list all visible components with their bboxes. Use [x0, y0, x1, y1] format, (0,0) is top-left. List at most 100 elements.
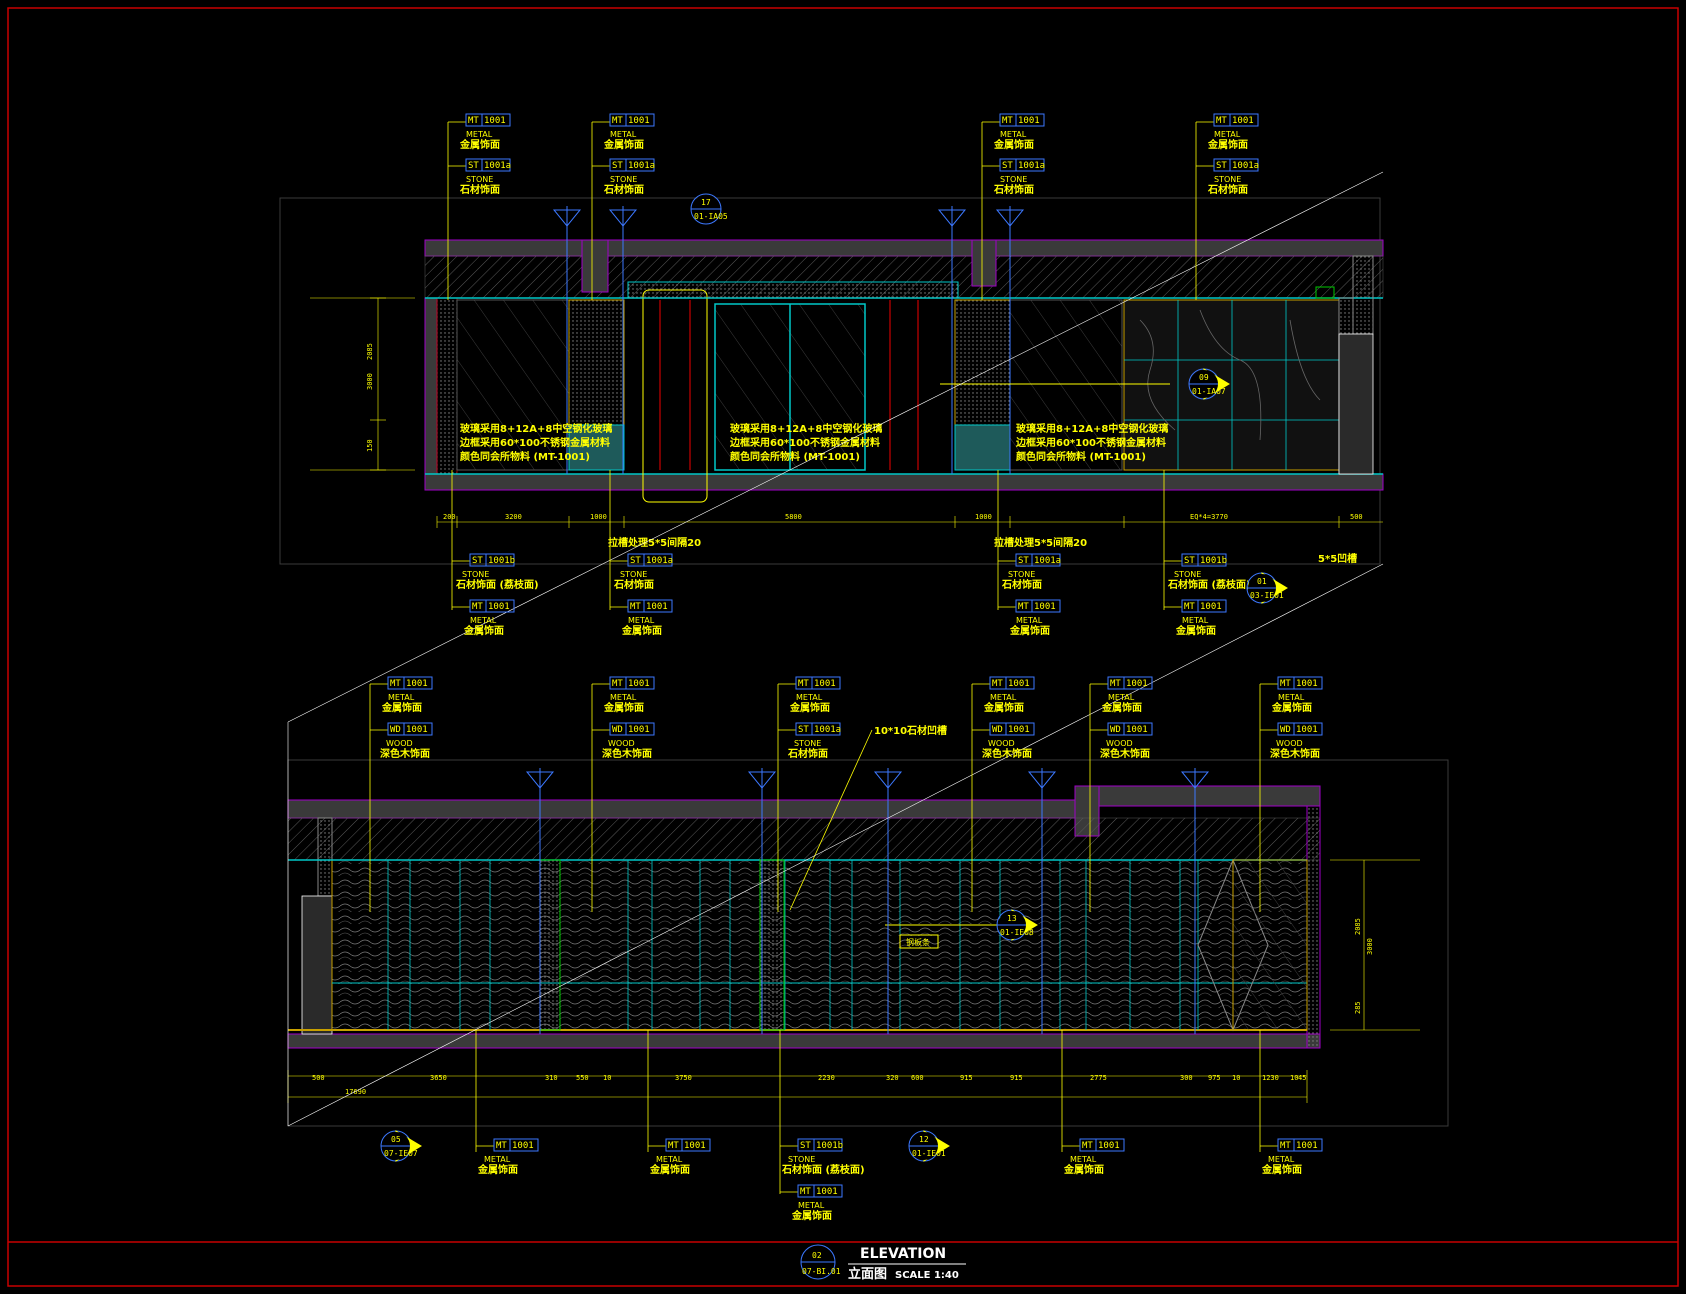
- top-elevation: 2085 3000 150 200 3200 1000 5800 1000 EQ…: [279, 197, 1384, 565]
- top-tag-3-num: 1001: [1232, 116, 1254, 126]
- top-tag-1-b-num: 1001a: [628, 161, 655, 171]
- bot-bot-tag-4-num-box: [1293, 1138, 1323, 1152]
- top-tag-3-b-num: 1001a: [1232, 161, 1259, 171]
- callout-bot-13-ref: 01-IE08: [1000, 928, 1034, 937]
- callout-top-01-ref: 03-IE01: [1250, 591, 1284, 600]
- door-leaf-outline: [642, 289, 708, 503]
- top-tag-1-b-num-box: [625, 158, 655, 172]
- bot-bot-tag-0-label-en: METAL: [484, 1155, 511, 1164]
- bot-extra-tag-label-cn: 金属饰面: [791, 1209, 832, 1222]
- top-dim-3: 5800: [785, 513, 802, 521]
- callout-bot-12-ref: 01-IE01: [912, 1149, 946, 1158]
- callout-top-09-ref: 01-IA07: [1192, 387, 1226, 396]
- wood-panel-wall: [331, 859, 1308, 1031]
- glass-note-1: 玻璃采用8+12A+8中空钢化玻璃 边框采用60*100不锈钢金属材料 颜色同会…: [459, 422, 612, 463]
- bottom-floor: [287, 1033, 1321, 1049]
- bot-bot-tag-4-label-en: METAL: [1268, 1155, 1295, 1164]
- top-tag-3-b-label-en: STONE: [1214, 175, 1241, 184]
- bot-tag-2-b-label-cn: 石材饰面: [787, 747, 828, 760]
- bot-tag-4-label-en: METAL: [1108, 693, 1135, 702]
- svg-text:颜色同会所物料 (MT-1001): 颜色同会所物料 (MT-1001): [730, 450, 860, 463]
- glass-panel-1: [456, 299, 570, 471]
- bot-tag-2-num-box: [811, 676, 841, 690]
- right-column: [1338, 333, 1374, 475]
- height-dim-b: 3000: [366, 373, 374, 390]
- top-tag-2-code: MT: [1002, 116, 1013, 126]
- top-tag-2-b-label-en: STONE: [1000, 175, 1027, 184]
- bot-tag-3-num-box: [1005, 676, 1035, 690]
- bot-tag-0-code: MT: [390, 679, 401, 689]
- stone-strip-2: [759, 859, 785, 1031]
- bot-tag-1-num-box: [625, 676, 655, 690]
- bot-tag-5-b-code: WD: [1280, 725, 1291, 735]
- right-feature-panel: [1232, 859, 1308, 1031]
- bot-tag-2-b-code: ST: [798, 725, 809, 735]
- top-bot-metal-1-label-en: METAL: [628, 616, 655, 625]
- bot-bot-tag-3-code: MT: [1082, 1141, 1093, 1151]
- bot-extra-tag-label-en: METAL: [798, 1201, 825, 1210]
- bot-dim-15: 1230: [1262, 1074, 1279, 1082]
- top-bot-metal-0-label-cn: 金属饰面: [463, 624, 504, 637]
- bot-bot-tag-1-code: MT: [668, 1141, 679, 1151]
- bot-tag-1-b-num: 1001: [628, 725, 650, 735]
- door-header: [627, 281, 959, 299]
- bottom-left-column: [301, 895, 333, 1035]
- top-bot-metal-1-num: 1001: [646, 602, 668, 612]
- bot-tag-4-b-code: WD: [1110, 725, 1121, 735]
- top-bot-metal-3-code: MT: [1184, 602, 1195, 612]
- title-sheet-ref: 07-BI.01: [802, 1267, 841, 1276]
- bot-bot-tag-3-num-box: [1095, 1138, 1125, 1152]
- title-en: ELEVATION: [860, 1246, 946, 1262]
- bot-bot-tag-1-label-cn: 金属饰面: [649, 1163, 690, 1176]
- bot-bot-tag-0-num-box: [509, 1138, 539, 1152]
- top-bot-tag-0-num: 1001b: [488, 556, 515, 566]
- stone-base-2: [954, 424, 1011, 471]
- bot-tag-4-label-cn: 金属饰面: [1101, 701, 1142, 714]
- bot-tag-5-b-label-en: WOOD: [1276, 739, 1303, 748]
- bot-tag-5-code: MT: [1280, 679, 1291, 689]
- bot-tag-1-label-cn: 金属饰面: [603, 701, 644, 714]
- bot-dim-12: 300: [1180, 1074, 1193, 1082]
- bot-dim-4: 10: [603, 1074, 611, 1082]
- top-bot-metal-3-num-box: [1197, 599, 1227, 613]
- top-dim-0: 200: [443, 513, 456, 521]
- bot-tag-1-b-code: WD: [612, 725, 623, 735]
- callout-bot-12-num: 12: [919, 1135, 929, 1144]
- bottom-left-column-top: [317, 817, 333, 897]
- top-tag-1-b-code: ST: [612, 161, 623, 171]
- bot-bot-tag-3-label-cn: 金属饰面: [1063, 1163, 1104, 1176]
- top-tag-1-b-label-en: STONE: [610, 175, 637, 184]
- bot-tag-2-b-num-box: [811, 722, 841, 736]
- top-tag-0-num-box: [481, 113, 511, 127]
- top-tag-0-b-num: 1001a: [484, 161, 511, 171]
- top-viewport: [279, 197, 1381, 565]
- bot-tag-2-code: MT: [798, 679, 809, 689]
- top-bot-tag-3-num-box: [1197, 553, 1227, 567]
- top-bot-tag-3-label-en: STONE: [1174, 570, 1201, 579]
- bot-bot-tag-2-num-box: [813, 1138, 843, 1152]
- bot-extra-tag-code: MT: [800, 1187, 811, 1197]
- bottom-elevation: 钢板条 500 3650 310 550 10 3750 2230 320 60…: [287, 724, 1449, 1127]
- top-tag-3-code: MT: [1216, 116, 1227, 126]
- top-tag-0-label-cn: 金属饰面: [459, 138, 500, 151]
- top-bot-tag-3-code: ST: [1184, 556, 1195, 566]
- top-bot-tag-0-label-cn: 石材饰面 (荔枝面): [455, 578, 539, 591]
- bot-dim-14: 10: [1232, 1074, 1240, 1082]
- top-bot-tag-0-code: ST: [472, 556, 483, 566]
- top-tag-1-label-en: METAL: [610, 130, 637, 139]
- top-bot-tag-2-code: ST: [1018, 556, 1029, 566]
- top-bot-metal-3-label-cn: 金属饰面: [1175, 624, 1216, 637]
- bot-extra-tag-num: 1001: [816, 1187, 838, 1197]
- right-column-top: [1352, 255, 1374, 335]
- beam-left: [581, 239, 609, 293]
- top-tag-2-label-cn: 金属饰面: [993, 138, 1034, 151]
- top-bot-metal-2-num: 1001: [1034, 602, 1056, 612]
- top-bot-metal-3-label-en: METAL: [1182, 616, 1209, 625]
- bot-dim-9: 915: [960, 1074, 973, 1082]
- top-bot-metal-1-label-cn: 金属饰面: [621, 624, 662, 637]
- bot-tag-0-b-num: 1001: [406, 725, 428, 735]
- bot-height-a: 2085: [1354, 918, 1362, 935]
- bot-tag-4-b-num-box: [1123, 722, 1153, 736]
- steel-sign-label: 钢板条: [906, 937, 930, 947]
